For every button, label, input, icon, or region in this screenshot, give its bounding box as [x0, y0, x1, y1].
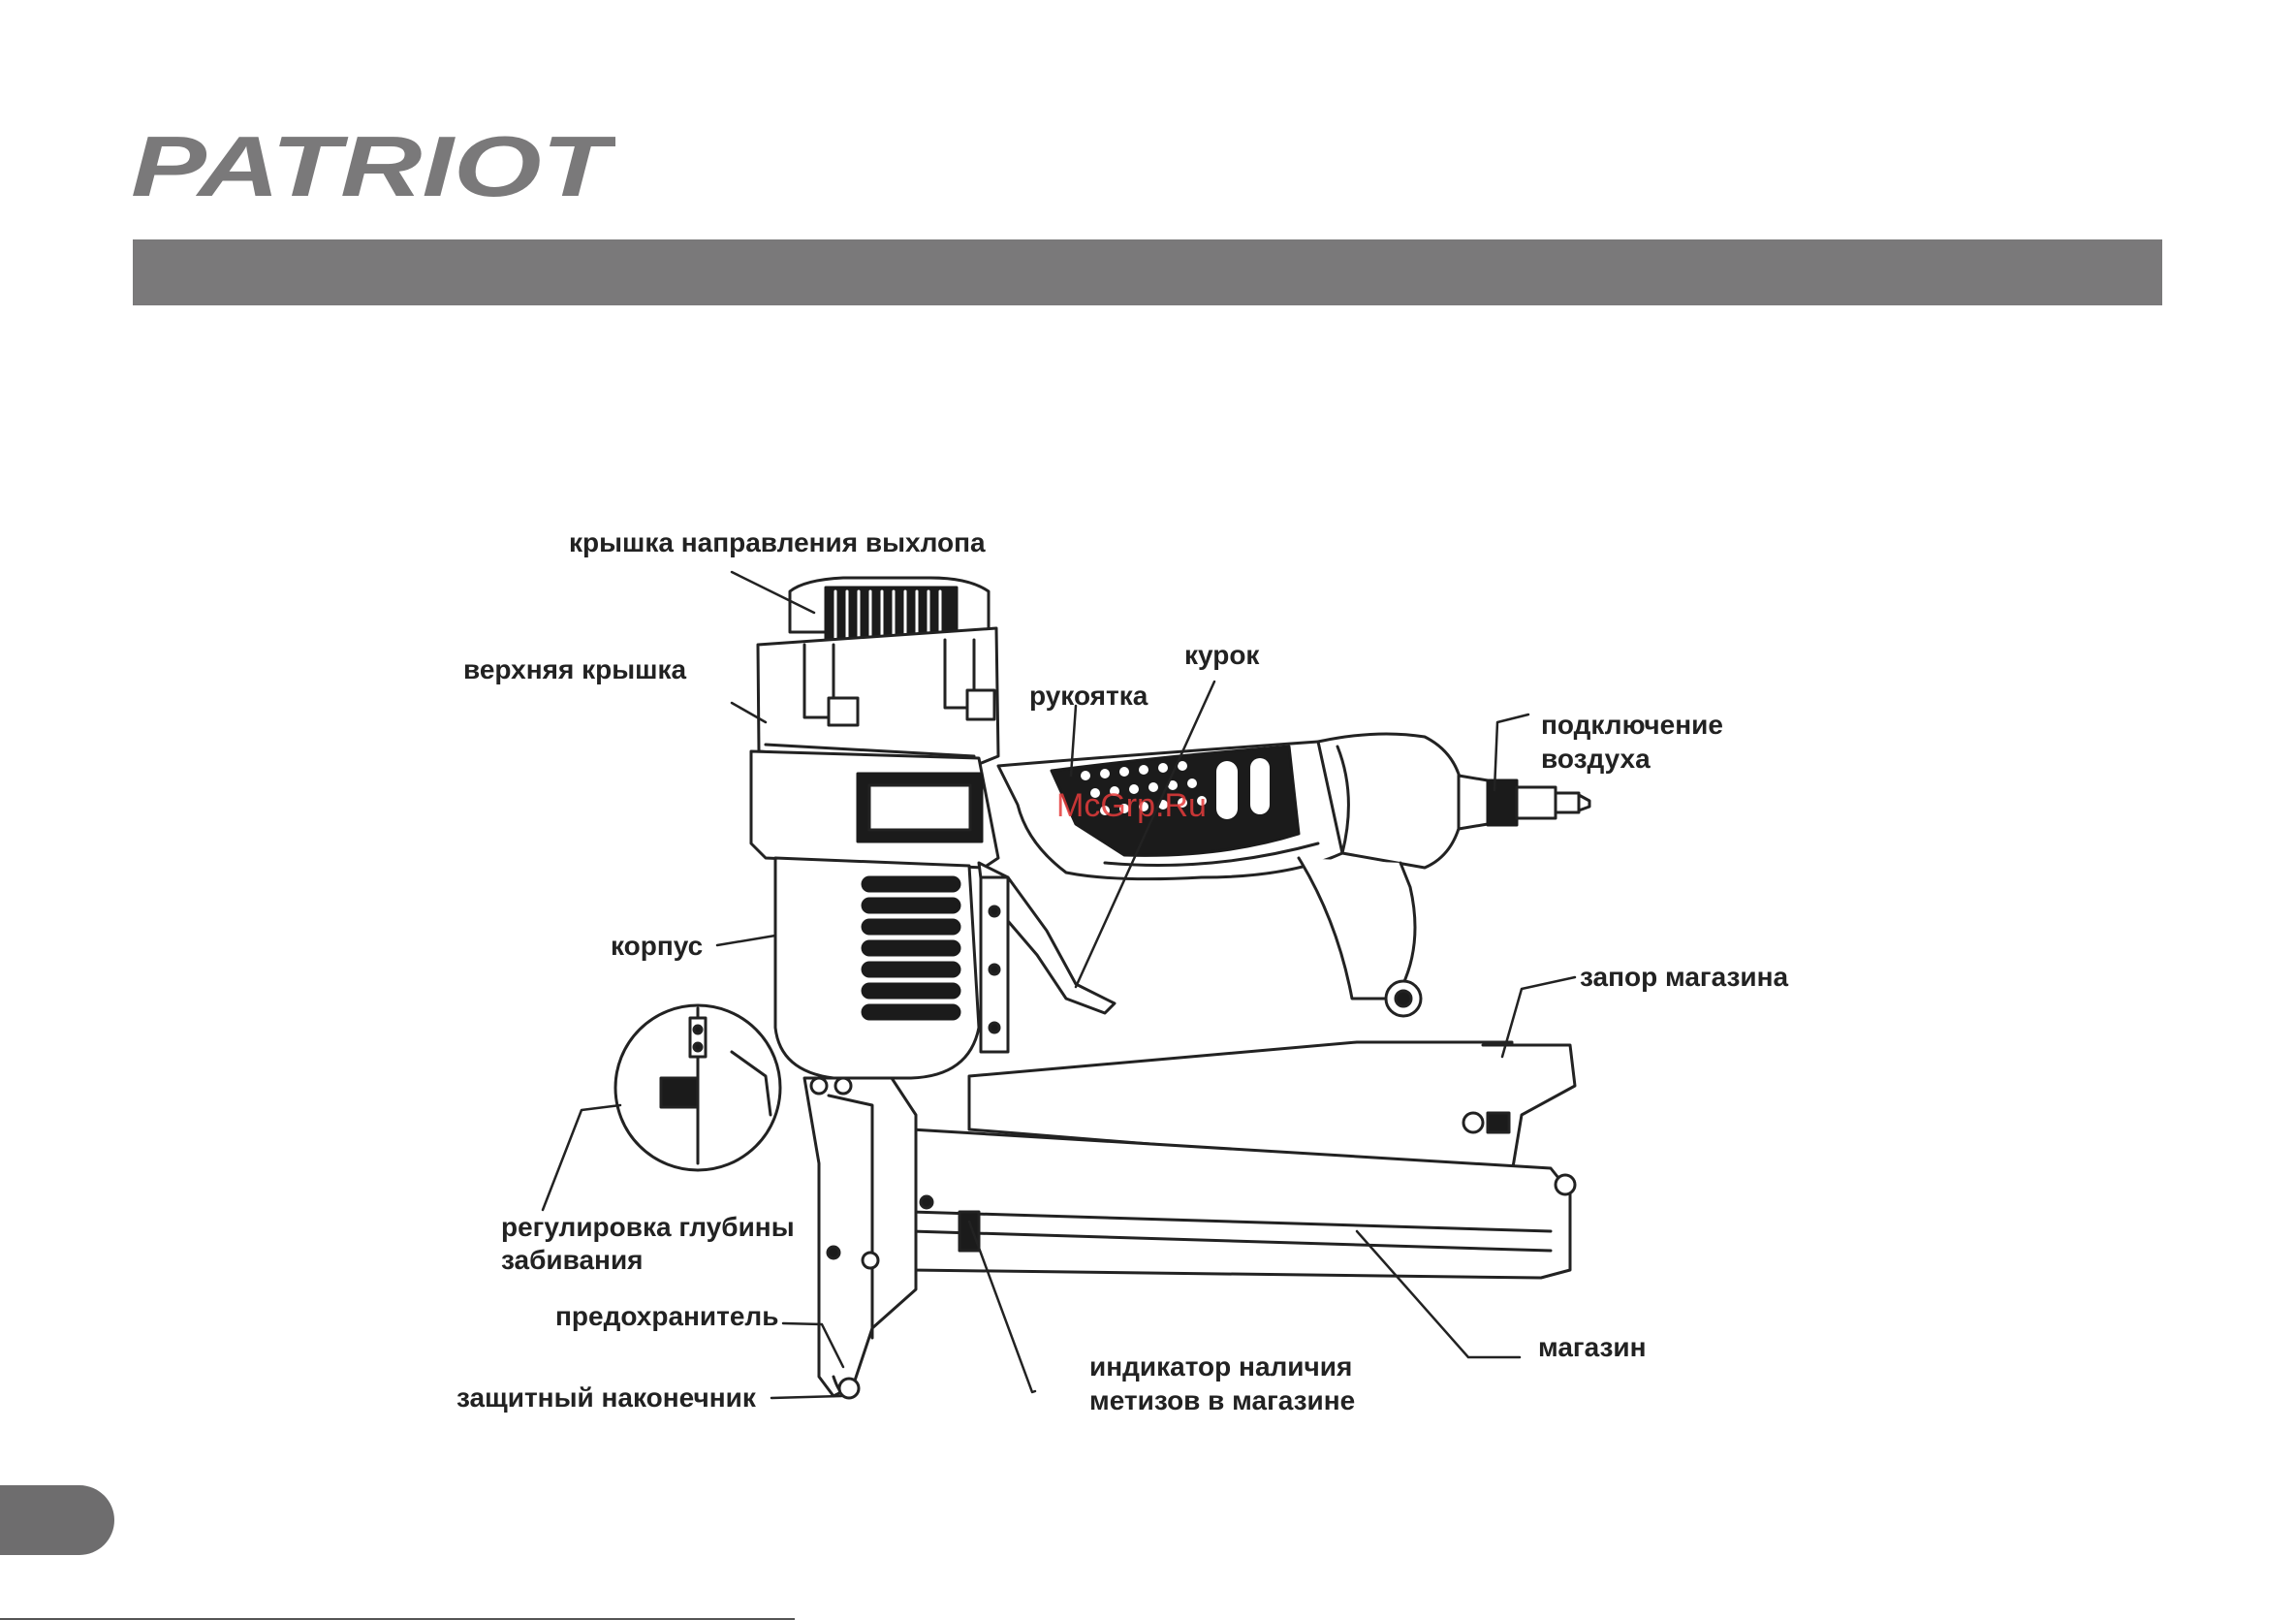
mid-housing [751, 751, 998, 868]
depth-adjust-zoom [615, 1005, 780, 1170]
label-safety: предохранитель [555, 1299, 778, 1333]
label-top-cover: верхняя крышка [463, 652, 686, 686]
label-body: корпус [611, 929, 703, 963]
nose-assembly [804, 1078, 916, 1398]
label-exhaust-cap: крышка направления выхлопа [569, 525, 986, 559]
label-magazine: магазин [1538, 1330, 1647, 1364]
magazine-body [911, 1042, 1575, 1278]
watermark: McGrp.Ru [1056, 787, 1207, 825]
label-air-connection-line2: воздуха [1541, 742, 1651, 776]
rear-brace [1299, 858, 1421, 1016]
body-housing [775, 858, 979, 1078]
label-handle: рукоятка [1029, 679, 1148, 713]
label-protective-tip: защитный наконечник [456, 1381, 756, 1414]
label-trigger: курок [1184, 638, 1259, 672]
trigger-assembly [979, 863, 1115, 1052]
label-magazine-latch: запор магазина [1580, 960, 1788, 994]
label-depth-adjust-line1: регулировка глубины [501, 1210, 795, 1244]
label-air-connection-line1: подключение [1541, 708, 1723, 742]
label-depth-adjust-line2: забивания [501, 1243, 644, 1277]
page-tab [0, 1485, 114, 1555]
air-fitting [1488, 780, 1589, 825]
top-cover [758, 628, 998, 766]
label-fastener-indicator-line1: индикатор наличия [1089, 1350, 1352, 1383]
label-fastener-indicator-line2: метизов в магазине [1089, 1383, 1355, 1417]
